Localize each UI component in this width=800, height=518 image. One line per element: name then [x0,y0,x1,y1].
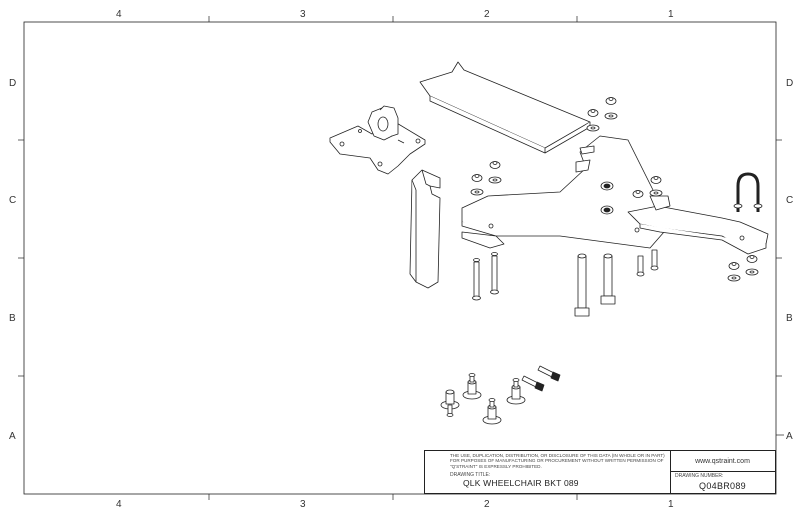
zone-label-right-C: C [786,195,794,206]
drawing-number: Q04BR089 [699,481,746,491]
title-block-right: www.qstraint.com DRAWING NUMBER: Q04BR08… [670,451,775,493]
zone-label-left-C: C [9,195,17,206]
main-bracket [461,135,665,249]
long-plate [419,61,591,154]
proprietary-notice: THE USE, DUPLICATION, DISTRIBUTION, OR D… [450,453,665,469]
title-block-divider [670,471,775,472]
clip-plate [409,169,441,289]
zone-label-top-1: 1 [668,9,674,20]
zone-label-bottom-3: 3 [300,499,306,510]
zone-label-bottom-2: 2 [484,499,490,510]
drawing-title: QLK WHEELCHAIR BKT 089 [463,478,579,488]
zone-label-top-4: 4 [116,9,122,20]
zone-label-left-B: B [9,313,16,324]
nuts [471,97,758,270]
drawing-title-label: DRAWING TITLE: [450,472,491,478]
zone-label-bottom-4: 4 [116,499,122,510]
u-bolt [733,172,763,212]
zone-label-left-A: A [9,431,16,442]
washers [470,112,759,282]
drawing-frame [23,21,777,495]
zone-ticks [18,16,784,500]
bolts [472,249,659,317]
zone-label-right-A: A [786,431,793,442]
drawing-number-label: DRAWING NUMBER: [675,473,724,479]
title-block: THE USE, DUPLICATION, DISTRIBUTION, OR D… [424,450,776,494]
zone-label-bottom-1: 1 [668,499,674,510]
zone-label-right-D: D [786,78,794,89]
zone-label-top-3: 3 [300,9,306,20]
mount-plate [329,105,426,175]
title-block-left: THE USE, DUPLICATION, DISTRIBUTION, OR D… [425,451,671,493]
zone-label-right-B: B [786,313,793,324]
zone-label-top-2: 2 [484,9,490,20]
shoulder-bolts [440,365,561,425]
zone-label-left-D: D [9,78,17,89]
strap-plate [627,195,769,255]
company-website: www.qstraint.com [695,458,750,465]
